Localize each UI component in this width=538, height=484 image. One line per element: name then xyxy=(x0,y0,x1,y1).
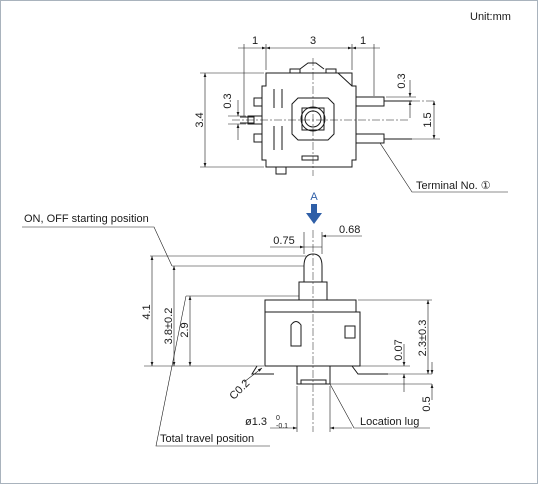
dim-offset: 0.07 xyxy=(393,339,405,360)
dim-width-075: 0.75 xyxy=(273,235,294,247)
callout-total-travel: Total travel position xyxy=(160,433,254,445)
dim-top-height: 3.4 xyxy=(194,112,206,127)
dim-lug-length: 0.5 xyxy=(421,396,433,411)
terminal-upper xyxy=(356,96,385,107)
view-arrow-label: A xyxy=(310,191,318,203)
dim-chamfer: C0.2 xyxy=(227,377,252,402)
dim-start-height: 3.8±0.2 xyxy=(163,308,175,345)
side-view-body xyxy=(264,299,361,367)
top-view: 1 3 1 3.4 0.3 0.3 1.5 Terminal No. ① A xyxy=(194,35,508,224)
dim-top-right-margin: 1 xyxy=(360,35,366,47)
callout-start-position: ON, OFF starting position xyxy=(24,213,149,225)
unit-label: Unit:mm xyxy=(470,11,511,23)
callout-terminal: Terminal No. ① xyxy=(416,180,491,192)
dim-top-body-width: 3 xyxy=(310,35,316,47)
dim-lug-tol-upper: 0 xyxy=(276,415,280,422)
side-view: 0.75 0.68 4.1 3.8±0.2 2.9 2.3±0.3 0.07 0… xyxy=(22,213,434,447)
dim-overall-height: 4.1 xyxy=(141,304,153,319)
dim-terminal-pitch: 1.5 xyxy=(422,112,434,127)
terminal-lower xyxy=(356,133,385,144)
dim-top-left-gap: 0.3 xyxy=(222,93,234,108)
dim-terminal-gap: 0.3 xyxy=(396,73,408,88)
dim-travel-height: 2.9 xyxy=(179,322,191,337)
dim-lug-diameter: ø1.3 xyxy=(245,416,267,428)
dim-top-left-margin: 1 xyxy=(252,35,258,47)
dim-width-068: 0.68 xyxy=(339,224,360,236)
callout-location-lug: Location lug xyxy=(360,416,419,428)
dim-lug-tol-lower: -0.1 xyxy=(276,423,288,430)
location-lug xyxy=(296,366,331,385)
view-arrow-icon xyxy=(306,204,322,224)
dim-body-height: 2.3±0.3 xyxy=(417,320,429,357)
